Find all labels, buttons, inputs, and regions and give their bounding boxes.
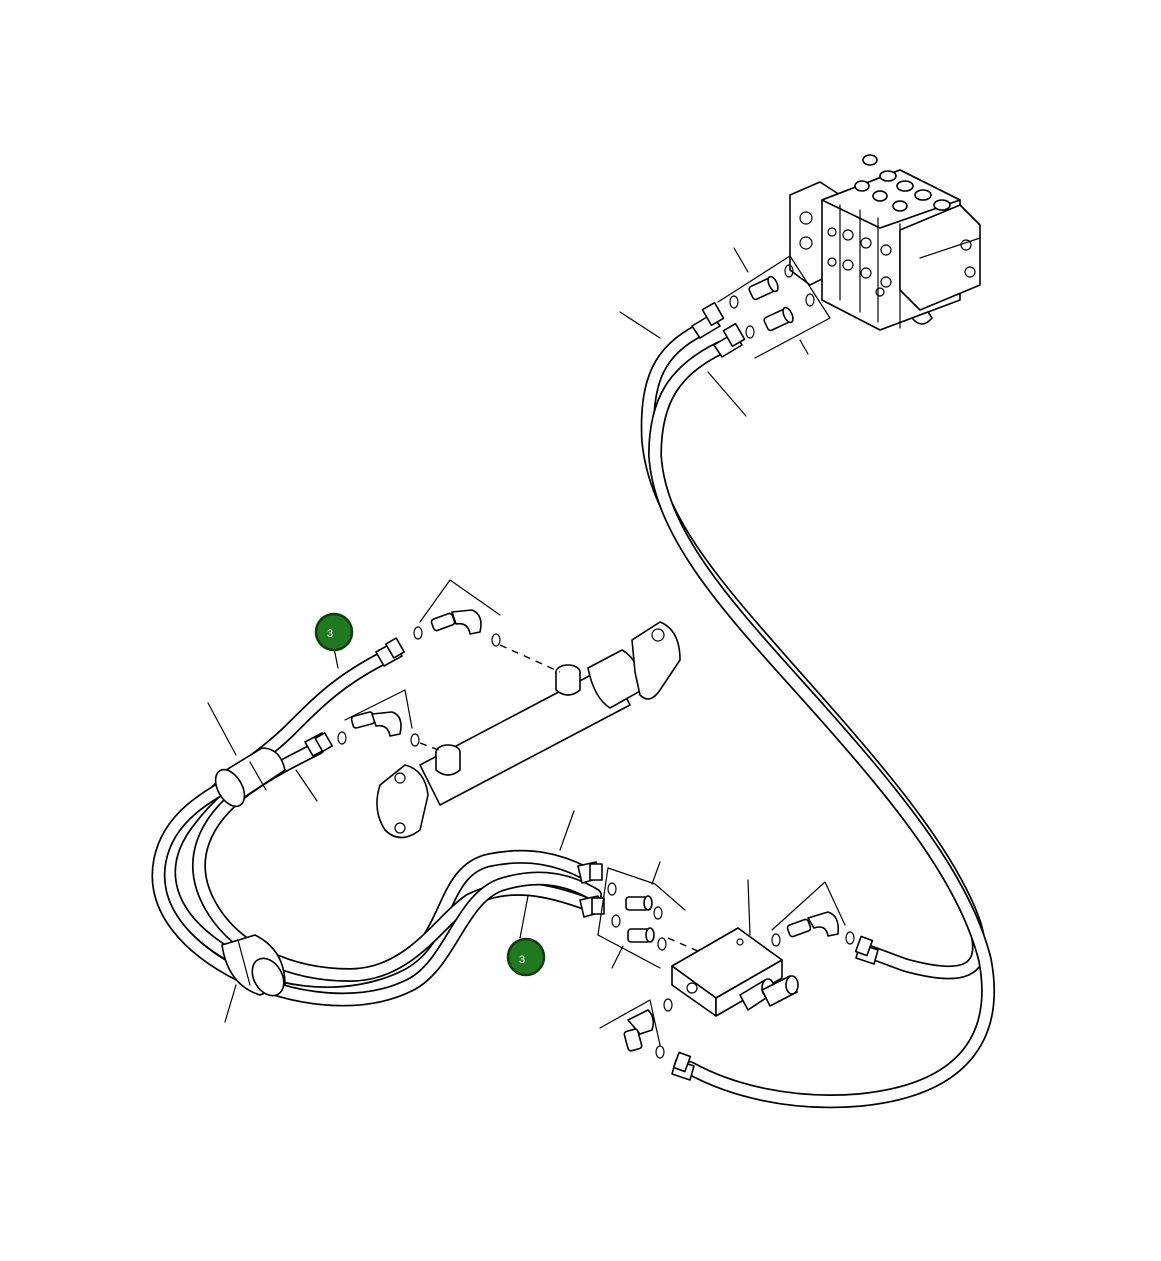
callout-circle-lower[interactable]: [506, 937, 546, 977]
leader-line: [707, 371, 747, 417]
adapter-fitting-block-upper: [625, 895, 653, 911]
leader-line: [619, 311, 661, 339]
leader-line: [519, 895, 529, 939]
leader-line: [651, 861, 661, 885]
right-elbow-kit: [771, 881, 855, 947]
elbow-fitting-bottom: [623, 1009, 655, 1052]
leader-line: [333, 647, 339, 669]
elbow-fitting-lower: [350, 711, 402, 737]
leader-dashed-upper: [499, 644, 561, 673]
hose-long-inner: [648, 341, 996, 1109]
hose-long-outer: [640, 323, 986, 980]
hose-clamps: [214, 747, 286, 997]
hose-fitting-bottom: [671, 1051, 695, 1081]
hose-fitting-right: [854, 935, 879, 965]
leader-line: [747, 879, 751, 936]
leader-line: [224, 984, 237, 1023]
leader-dashed-lower: [419, 742, 445, 753]
adapter-fitting-block-lower: [627, 927, 655, 943]
leader-line: [207, 702, 237, 756]
hose-clamp-upper: [214, 747, 286, 808]
elbow-fitting-upper: [430, 609, 482, 635]
adapter-fitting-lower: [763, 306, 794, 332]
control-valve-bank: [789, 154, 981, 331]
callout-label-lower: 3: [519, 954, 525, 966]
cylinder-port-upper: [555, 664, 581, 696]
hose-end-fittings: [304, 301, 879, 1081]
hose-fitting-block-lower: [579, 895, 605, 918]
bottom-elbow-kit: [599, 998, 673, 1059]
elbow-fitting-right: [786, 911, 840, 938]
callout-circle-upper[interactable]: [314, 612, 354, 652]
diverter-valve-block: [671, 927, 799, 1017]
adapter-fitting-upper: [748, 275, 779, 301]
cylinder-port-lower: [435, 744, 461, 776]
cylinder-fittings-upper: [413, 579, 501, 647]
valve-fittings-kit: [717, 255, 831, 359]
callout-3-lower[interactable]: 3: [506, 937, 546, 977]
leader-line: [295, 769, 318, 802]
callout-label-upper: 3: [327, 628, 333, 640]
block-fittings-kit: [597, 867, 701, 969]
cylinder-fittings-lower: [337, 689, 420, 747]
hose-clamp-lower: [221, 934, 286, 997]
leader-line: [611, 945, 624, 969]
hose-fitting-valve-b: [713, 322, 746, 358]
hose-fitting-valve-a: [691, 301, 725, 339]
hose-fitting-block-upper: [577, 861, 603, 884]
leader-dashed-block: [667, 937, 701, 953]
hydraulic-cylinder: [376, 621, 681, 839]
leader-line: [559, 810, 575, 851]
hose-fitting-cylinder-mid: [304, 732, 333, 757]
leader-line: [799, 339, 809, 355]
callout-3-upper[interactable]: 3: [314, 612, 354, 652]
hose-bundle-3: [151, 763, 602, 1007]
block-port-lower: [761, 975, 799, 1007]
leader-lines: [207, 247, 809, 1023]
hose-fitting-cylinder-top: [375, 637, 405, 667]
leader-line: [733, 247, 749, 273]
